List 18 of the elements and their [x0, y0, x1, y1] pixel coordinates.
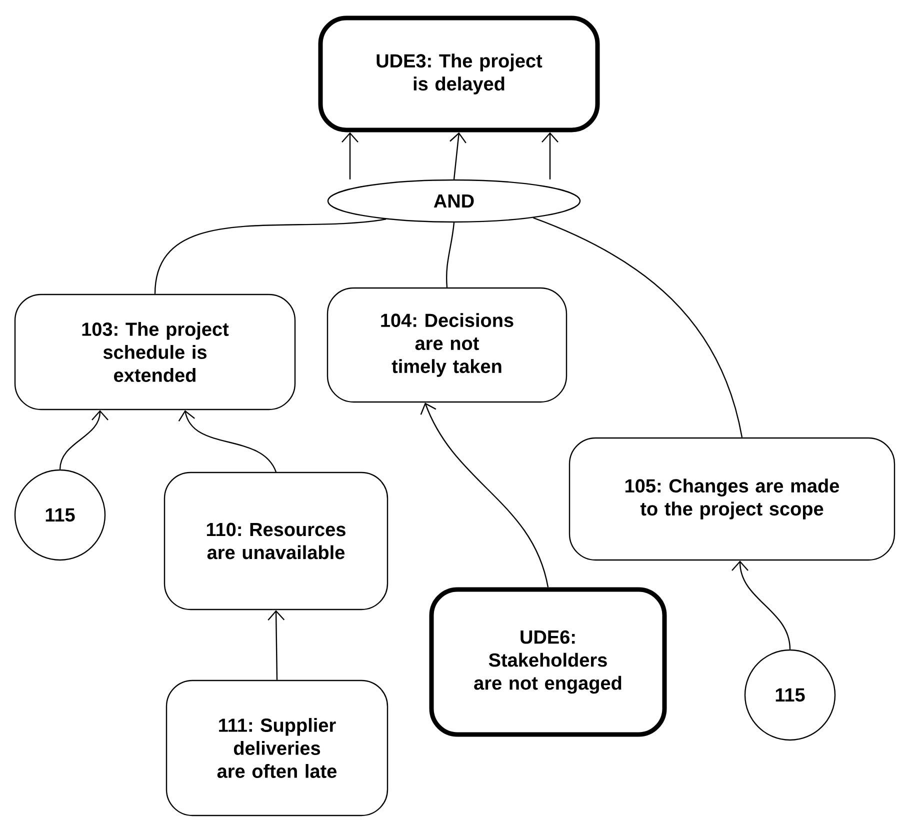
- cause-box: UDE3: The project is delayed: [318, 16, 600, 132]
- connector-line: [154, 218, 386, 294]
- connector-line: [533, 217, 743, 438]
- cause-box: 110: Resources are unavailable: [164, 472, 388, 610]
- cause-box: 103: The project schedule is extended: [14, 294, 296, 410]
- arrow: [268, 610, 285, 680]
- cause-box: 111: Supplier deliveries are often late: [166, 680, 388, 816]
- arrow: [732, 560, 791, 650]
- arrow: [542, 132, 558, 180]
- arrow: [59, 410, 108, 470]
- cause-box: 105: Changes are made to the project scope: [568, 437, 896, 561]
- arrow: [178, 410, 277, 472]
- connector-line: [446, 222, 455, 288]
- cause-box: 104: Decisions are not timely taken: [326, 287, 568, 403]
- arrow: [420, 402, 549, 588]
- arrow: [450, 132, 466, 180]
- arrow: [342, 132, 358, 180]
- cause-box: UDE6: Stakeholders are not engaged: [429, 587, 667, 737]
